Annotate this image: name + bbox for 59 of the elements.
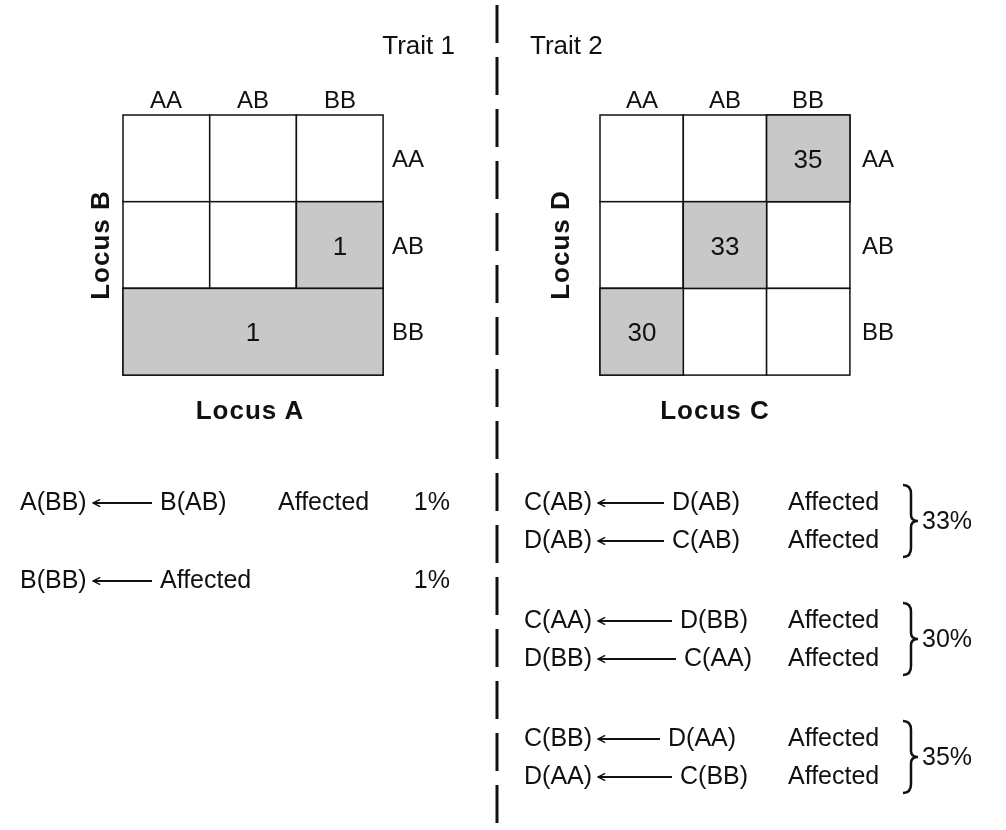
percentage: 33%: [922, 507, 973, 535]
genotype-label: A(BB): [20, 488, 87, 516]
status-text: Affected: [788, 762, 880, 790]
arrow: [597, 654, 677, 664]
genotype-label: D(AB): [524, 526, 593, 554]
status-text: Affected: [788, 488, 880, 516]
status-text: Affected: [788, 724, 880, 752]
genotype-label: C(BB): [524, 724, 593, 752]
arrow: [597, 536, 665, 546]
trait-heading: Trait 2: [530, 30, 603, 60]
trait-heading: Trait 1: [382, 30, 455, 60]
cell-value: 30: [627, 317, 657, 347]
genotype-label: B(BB): [20, 566, 87, 594]
cell-value: 33: [710, 231, 740, 261]
cell-value: 35: [793, 144, 823, 174]
column-header: AB: [709, 86, 741, 114]
row-header: AA: [392, 145, 424, 173]
status-text: Affected: [788, 606, 880, 634]
status-text: Affected: [788, 644, 880, 672]
arrow: [597, 772, 673, 782]
status-text: Affected: [788, 526, 880, 554]
genotype-label: Affected: [160, 566, 252, 594]
genotype-label: B(AB): [160, 488, 227, 516]
column-header: AA: [150, 86, 182, 114]
genotype-label: C(BB): [680, 762, 749, 790]
arrow: [597, 616, 673, 626]
genotype-label: D(BB): [680, 606, 749, 634]
row-header: AA: [862, 145, 894, 173]
genotype-label: D(BB): [524, 644, 593, 672]
percentage: 30%: [922, 625, 973, 653]
column-header: BB: [792, 86, 824, 114]
column-header: BB: [324, 86, 356, 114]
percentage: 1%: [413, 488, 450, 516]
genotype-label: C(AB): [672, 526, 741, 554]
row-header: BB: [392, 318, 424, 346]
axis-title: Locus C: [660, 395, 770, 425]
arrow: [92, 498, 153, 508]
arrow: [92, 576, 153, 586]
cell-value: 1: [245, 317, 261, 347]
cell-value: 1: [332, 231, 348, 261]
arrow: [597, 734, 661, 744]
column-header: AA: [626, 86, 658, 114]
genotype-label: C(AA): [684, 644, 753, 672]
genotype-label: C(AA): [524, 606, 593, 634]
percentage: 1%: [413, 566, 450, 594]
genotype-label: D(AB): [672, 488, 741, 516]
row-header: AB: [862, 232, 894, 260]
genotype-label: D(AA): [524, 762, 593, 790]
row-header: BB: [862, 318, 894, 346]
arrow: [597, 498, 665, 508]
column-header: AB: [237, 86, 269, 114]
axis-title: Locus B: [85, 190, 115, 300]
percentage: 35%: [922, 743, 973, 771]
row-header: AB: [392, 232, 424, 260]
axis-title: Locus A: [195, 395, 305, 425]
genotype-label: D(AA): [668, 724, 737, 752]
status-text: Affected: [278, 488, 370, 516]
axis-title: Locus D: [545, 190, 575, 300]
genotype-label: C(AB): [524, 488, 593, 516]
